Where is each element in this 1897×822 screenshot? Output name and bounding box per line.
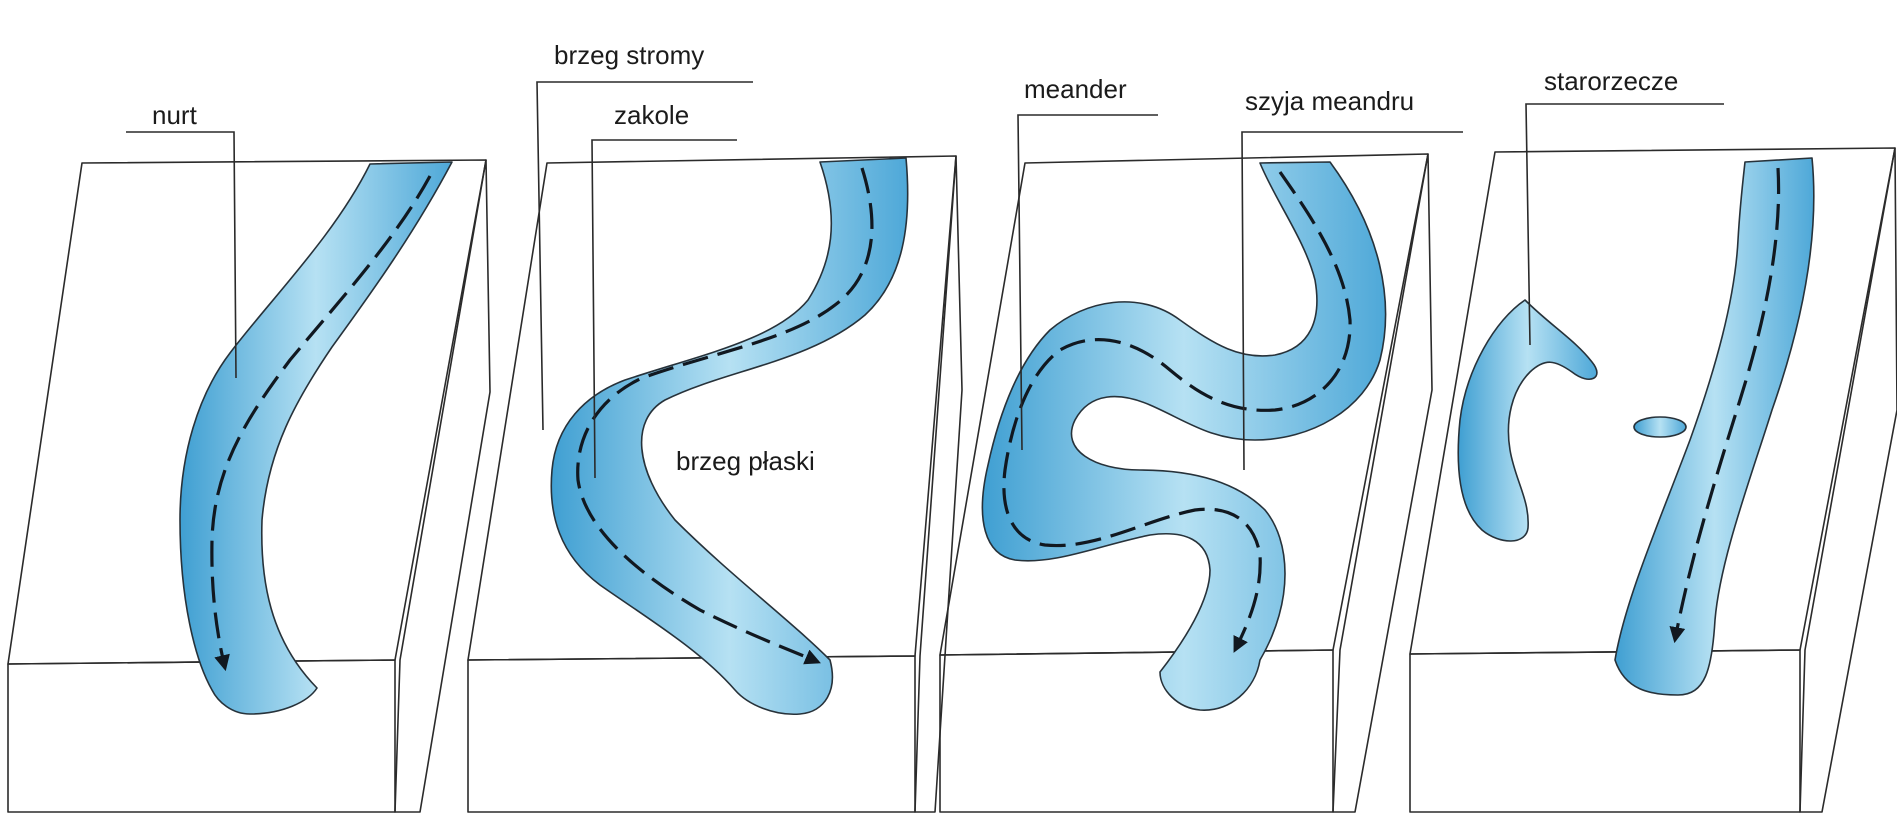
block-4-front-face xyxy=(1410,650,1800,812)
block-1-side-face xyxy=(395,160,490,812)
block-2-developing-bend xyxy=(468,156,962,812)
leader-starorzecze xyxy=(1526,104,1724,345)
label-starorzecze: starorzecze xyxy=(1544,66,1678,96)
block-1-front-face xyxy=(8,660,395,812)
block-4-small-pond xyxy=(1634,417,1686,437)
label-starorzecze-group: starorzecze xyxy=(1526,66,1724,345)
block-4-oxbow-lake xyxy=(1410,148,1897,812)
label-brzeg-stromy: brzeg stromy xyxy=(554,40,704,70)
leader-nurt xyxy=(126,132,236,378)
label-nurt-group: nurt xyxy=(126,100,236,378)
block-1-straight-river xyxy=(8,160,490,812)
block-4-side-face xyxy=(1800,148,1897,812)
block-2-front-face xyxy=(468,656,915,812)
label-meander: meander xyxy=(1024,74,1127,104)
label-szyja-meandru: szyja meandru xyxy=(1245,86,1414,116)
block-3-meander xyxy=(940,154,1432,812)
block-3-front-face xyxy=(940,650,1333,812)
block-4-oxbow-lake-shape xyxy=(1458,300,1597,541)
label-nurt: nurt xyxy=(152,100,198,130)
label-zakole: zakole xyxy=(614,100,689,130)
block-1-river xyxy=(180,162,452,714)
block-2-river xyxy=(551,158,907,714)
label-brzeg-plaski: brzeg płaski xyxy=(676,446,815,476)
block-2-side-face xyxy=(915,156,962,812)
